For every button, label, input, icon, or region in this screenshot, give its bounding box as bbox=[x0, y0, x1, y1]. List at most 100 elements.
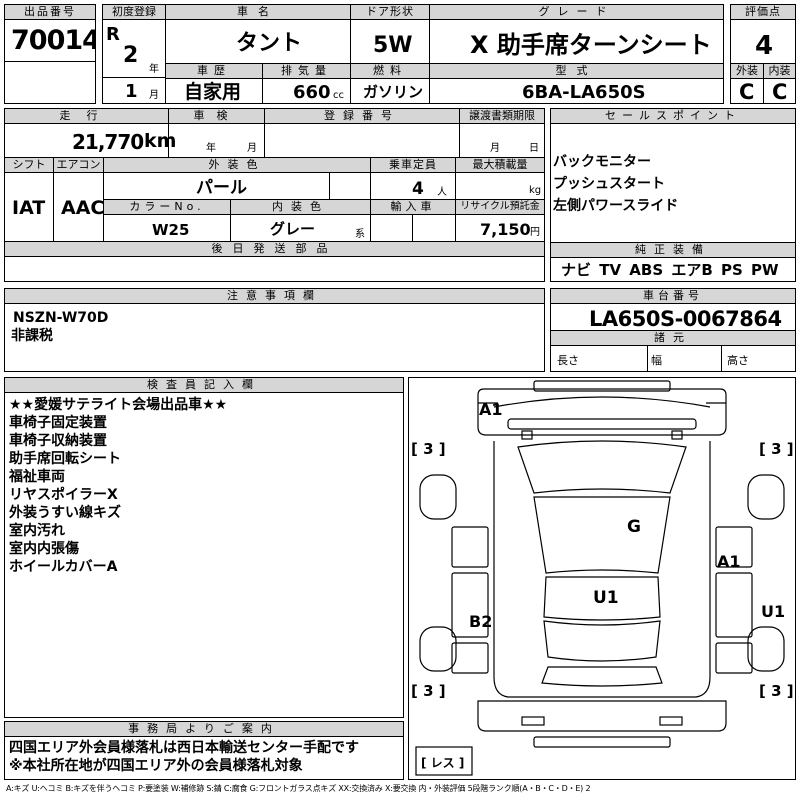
import-header: 輸入車 bbox=[370, 199, 456, 215]
car-diagram-box: A1 [ 3 ] [ 3 ] G A1 U1 B2 U1 [ 3 ] [ 3 ]… bbox=[408, 377, 796, 780]
inspector-note: 外装うすい線キズ bbox=[9, 505, 121, 521]
reg-month: 1 bbox=[125, 81, 138, 102]
grade-box: グレード X 助手席ターンシート bbox=[429, 4, 724, 64]
reg-month-unit: 月 bbox=[149, 90, 159, 101]
int-color: グレー bbox=[270, 220, 316, 238]
divider bbox=[647, 345, 648, 371]
grade-header: グレード bbox=[430, 5, 723, 20]
capacity: 4 bbox=[412, 179, 424, 199]
recycle-unit: 円 bbox=[530, 227, 540, 238]
tire-front-left: [ 3 ] bbox=[411, 440, 446, 458]
chassis-no: LA650S-0067864 bbox=[589, 307, 782, 331]
lot-no: 70014 bbox=[11, 25, 96, 56]
divider bbox=[459, 123, 460, 158]
note-line: NSZN-W70D bbox=[13, 310, 109, 326]
door-box: ドア形状 5W bbox=[350, 4, 430, 64]
width-label: 幅 bbox=[651, 354, 662, 367]
door-type: 5W bbox=[373, 33, 413, 58]
recycle-header: リサイクル預託金 bbox=[455, 199, 545, 215]
mileage-header: 走行 bbox=[4, 108, 169, 124]
first-reg-header: 初度登録 bbox=[103, 5, 165, 20]
exterior-header: 外装 bbox=[730, 63, 764, 79]
inspector-box: 検査員記入欄 ★★愛媛サテライト会場出品車★★ 車椅子固定装置 車椅子収納装置 … bbox=[4, 377, 404, 718]
model-code-box: 6BA-LA650S bbox=[429, 78, 724, 104]
inspector-note: 車椅子収納装置 bbox=[9, 433, 107, 449]
era-label: R bbox=[106, 24, 120, 45]
exterior-grade-box: C bbox=[730, 78, 764, 104]
divider bbox=[329, 172, 330, 200]
inspector-note: 室内汚れ bbox=[9, 523, 65, 539]
damage-floor: U1 bbox=[593, 588, 619, 608]
inspector-note: ★★愛媛サテライト会場出品車★★ bbox=[9, 397, 228, 413]
aircon-header: エアコン bbox=[53, 157, 104, 173]
aircon: AAC bbox=[61, 197, 105, 219]
equipment: ナビ TV ABS エアB PS PW bbox=[561, 261, 779, 279]
length-label: 長さ bbox=[557, 354, 579, 367]
car-name-header: 車名 bbox=[166, 5, 350, 20]
office-box: 事務局よりご案内 四国エリア外会員様落札は西日本輸送センター手配です ※本社所在… bbox=[4, 721, 404, 780]
transfer-day-unit: 日 bbox=[529, 143, 539, 154]
height-label: 高さ bbox=[727, 354, 749, 367]
max-load-header: 最大積載量 bbox=[455, 157, 545, 173]
divider bbox=[103, 77, 165, 78]
divider bbox=[264, 123, 265, 158]
lot-no-header: 出品番号 bbox=[5, 5, 95, 20]
sales-point: 左側パワースライド bbox=[553, 198, 679, 214]
int-color-header: 内装色 bbox=[230, 199, 371, 215]
sales-point: プッシュスタート bbox=[553, 176, 665, 192]
first-reg-box: 初度登録 R 2 年 1 月 bbox=[102, 4, 166, 104]
spare-tire: [ レス ] bbox=[421, 756, 465, 770]
color-no: W25 bbox=[152, 221, 190, 239]
inspector-header: 検査員記入欄 bbox=[5, 378, 403, 393]
reg-year-unit: 年 bbox=[149, 64, 159, 75]
score-header: 評価点 bbox=[731, 5, 795, 20]
interior-grade-box: C bbox=[763, 78, 796, 104]
shift: IAT bbox=[12, 197, 46, 219]
score: 4 bbox=[755, 31, 774, 61]
divider bbox=[53, 172, 54, 242]
sales-point: バックモニター bbox=[553, 154, 651, 170]
capacity-unit: 人 bbox=[437, 187, 447, 198]
door-header: ドア形状 bbox=[351, 5, 429, 20]
ext-color: パール bbox=[196, 178, 247, 198]
lot-no-lower bbox=[4, 61, 96, 104]
inspector-note: 福祉車両 bbox=[9, 469, 65, 485]
divider bbox=[412, 214, 413, 242]
notes-box: 注意事項欄 NSZN-W70D 非課税 bbox=[4, 288, 545, 372]
interior-grade: C bbox=[772, 80, 788, 104]
fuel-box: ガソリン bbox=[350, 78, 430, 104]
fuel-header: 燃料 bbox=[350, 63, 430, 79]
lot-no-box: 出品番号 70014 bbox=[4, 4, 96, 62]
inspector-note: 助手席回転シート bbox=[9, 451, 121, 467]
damage-right-door: A1 bbox=[717, 552, 741, 571]
shift-header: シフト bbox=[4, 157, 54, 173]
divider bbox=[721, 345, 722, 371]
later-parts-header: 後日発送部品 bbox=[4, 241, 545, 257]
inspector-note: 室内内張傷 bbox=[9, 541, 79, 557]
displacement-box: 660 cc bbox=[262, 78, 351, 104]
recycle: 7,150 bbox=[480, 220, 531, 239]
genuine-equip-box: 純正装備 ナビ TV ABS エアB PS PW bbox=[550, 242, 796, 282]
car-diagram bbox=[415, 380, 785, 776]
inspector-note: ホイールカバーA bbox=[9, 559, 118, 575]
ext-color-header: 外装色 bbox=[103, 157, 371, 173]
divider bbox=[168, 123, 169, 158]
tire-rear-left: [ 3 ] bbox=[411, 682, 446, 700]
divider bbox=[230, 214, 231, 242]
transfer-header: 譲渡書類期限 bbox=[459, 108, 545, 124]
inspection-year-unit: 年 bbox=[206, 143, 216, 154]
car-name: タント bbox=[236, 31, 303, 56]
notes-header: 注意事項欄 bbox=[5, 289, 544, 304]
specs-header: 諸元 bbox=[551, 330, 795, 346]
displacement-header: 排気量 bbox=[262, 63, 351, 79]
chassis-box: 車台番号 LA650S-0067864 諸元 長さ 幅 高さ bbox=[550, 288, 796, 372]
inspection-header: 車検 bbox=[168, 108, 265, 124]
sales-points-header: セールスポイント bbox=[551, 109, 795, 124]
reg-year: 2 bbox=[123, 43, 139, 68]
interior-header: 内装 bbox=[763, 63, 796, 79]
office-header: 事務局よりご案内 bbox=[5, 722, 403, 737]
history-box: 自家用 bbox=[165, 78, 263, 104]
fuel: ガソリン bbox=[363, 83, 424, 101]
transfer-month-unit: 月 bbox=[490, 143, 500, 154]
office-note: 四国エリア外会員様落札は西日本輸送センター手配です bbox=[9, 740, 359, 756]
